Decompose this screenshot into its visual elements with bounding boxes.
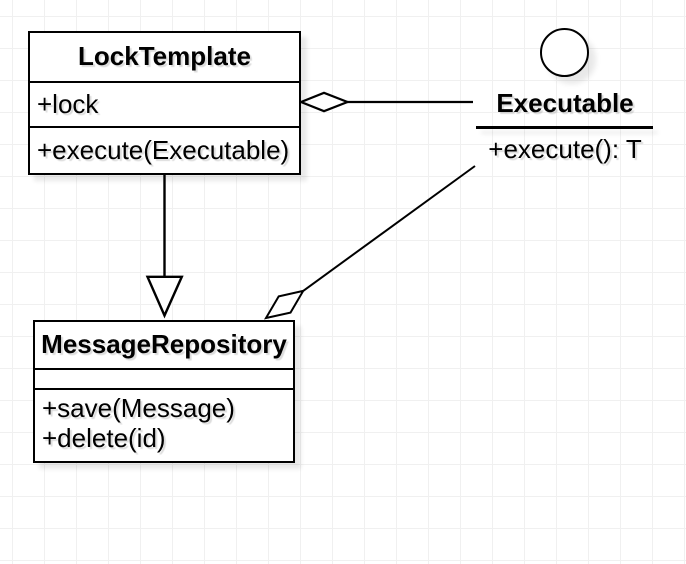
class-operation: +execute(Executable) bbox=[37, 134, 290, 165]
class-attribute: +lock bbox=[30, 83, 299, 128]
class-title: LockTemplate bbox=[30, 33, 299, 83]
aggregation-diamond-icon[interactable] bbox=[263, 289, 306, 320]
interface-operation: +execute(): T bbox=[488, 134, 642, 164]
class-box-message-repository[interactable]: MessageRepository +save(Message) +delete… bbox=[33, 320, 295, 463]
class-title: MessageRepository bbox=[35, 322, 293, 370]
class-box-lock-template[interactable]: LockTemplate +lock +execute(Executable) bbox=[28, 31, 301, 175]
interface-circle-icon[interactable] bbox=[540, 28, 589, 77]
edge-messagerepository-executable[interactable] bbox=[302, 165, 476, 292]
class-operations-compartment: +save(Message) +delete(id) bbox=[35, 390, 293, 461]
interface-underline bbox=[476, 125, 653, 129]
hollow-triangle-arrowhead-icon[interactable] bbox=[145, 275, 184, 319]
class-operation: +delete(id) bbox=[42, 423, 166, 453]
class-attributes-compartment-empty bbox=[35, 370, 293, 390]
aggregation-diamond-icon[interactable] bbox=[298, 91, 351, 113]
interface-title: Executable bbox=[496, 88, 634, 118]
class-operation: +save(Message) bbox=[42, 393, 235, 423]
